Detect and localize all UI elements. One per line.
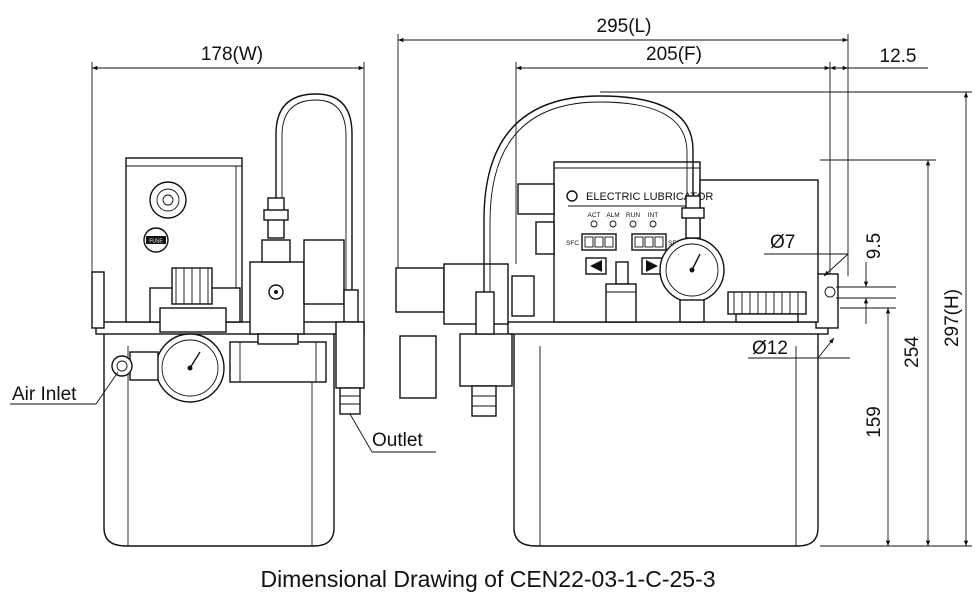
d95-label: 9.5 [864, 233, 885, 259]
indicator-alm-led [609, 220, 617, 228]
length-label: 295(L) [597, 16, 652, 37]
front-top-plate [507, 321, 829, 335]
d12-label: Ø12 [752, 338, 788, 359]
air-inlet-callout: Air Inlet [10, 371, 119, 405]
indicator-alm-label: ALM [606, 212, 619, 219]
dim-d12: Ø12 [748, 337, 850, 359]
side-view: FUSE [91, 93, 365, 547]
front-label: 205(F) [646, 44, 702, 65]
offset-label: 12.5 [880, 46, 917, 67]
dim-width: 178(W) [91, 44, 365, 322]
display-right [631, 233, 667, 251]
air-inlet-fitting [111, 355, 133, 377]
indicator-run-label: RUN [626, 212, 640, 219]
dim-height: 297(H) [600, 91, 972, 547]
indicator-act-led [590, 220, 598, 228]
dim-offset: 12.5 [830, 46, 928, 71]
outlet-callout: Outlet [349, 413, 436, 453]
sfc-left-label: SFC [566, 240, 579, 247]
indicator-run-led [629, 220, 637, 228]
indicator-int-label: INT [648, 212, 659, 219]
front-solenoid-valve [395, 267, 445, 313]
width-label: 178(W) [201, 44, 263, 65]
air-inlet-label: Air Inlet [12, 384, 77, 405]
brand-logo-icon [566, 190, 578, 202]
outlet-label: Outlet [372, 430, 423, 451]
side-top-plate [95, 321, 365, 335]
dim-159: 159 [840, 307, 896, 546]
h254-label: 254 [902, 336, 923, 368]
filler-cap [727, 291, 807, 315]
front-view: ELECTRIC LUBRICATOR ACT ALM RUN INT SFC … [395, 95, 839, 547]
fuse-label: FUSE [149, 239, 163, 245]
dim-254: 254 [820, 159, 936, 546]
dim-front: 205(F) [515, 44, 831, 274]
panel-title: ELECTRIC LUBRICATOR [586, 191, 713, 203]
dim-d7: Ø7 [764, 232, 849, 277]
side-solenoid-valve [249, 261, 305, 335]
display-left [581, 233, 617, 251]
h159-label: 159 [864, 406, 885, 438]
cable-gland [149, 181, 187, 219]
d7-label: Ø7 [770, 232, 795, 253]
height-label: 297(H) [942, 289, 963, 347]
indicator-act-label: ACT [588, 212, 601, 219]
front-reservoir [513, 329, 819, 547]
drawing-caption: Dimensional Drawing of CEN22-03-1-C-25-3 [260, 566, 716, 592]
dim-9-5: 9.5 [836, 233, 896, 324]
fuse-holder-icon [143, 227, 169, 253]
indicator-int-led [649, 220, 657, 228]
dim-length: 295(L) [397, 16, 849, 276]
